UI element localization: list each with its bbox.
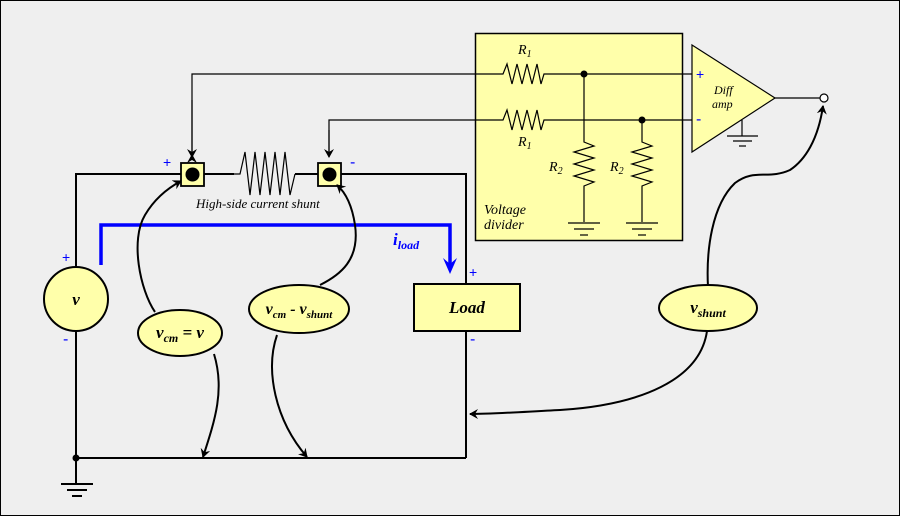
- load: Load: [413, 283, 521, 332]
- diff-amp: + - Diff amp: [691, 43, 829, 154]
- r2-left-label: R2: [548, 160, 563, 177]
- load-current-path: [99, 223, 452, 268]
- bubble-vshunt: vshunt: [658, 284, 758, 332]
- voltage-source: v: [43, 266, 109, 332]
- source-minus-sign: -: [63, 331, 68, 348]
- junction-dot: [638, 116, 646, 124]
- resistor-r2-right: [626, 120, 658, 236]
- load-current-label: iload: [393, 230, 420, 252]
- svg-text:vcm = v: vcm = v: [156, 323, 204, 345]
- voltage-divider-label-2: divider: [484, 218, 524, 233]
- shunt-terminal-minus: [317, 162, 342, 187]
- shunt-plus-sign: +: [163, 154, 171, 170]
- voltage-divider-box: [474, 32, 684, 242]
- pointer-curves: [136, 105, 827, 458]
- shunt-minus-sign: -: [350, 154, 355, 171]
- bubble-vcm-minus-vshunt: vcm - vshunt: [248, 284, 350, 334]
- voltage-source-label: v: [72, 290, 80, 309]
- output-terminal: [819, 93, 829, 103]
- sense-wires: [187, 73, 500, 163]
- load-label: Load: [448, 298, 485, 317]
- junction-dot: [580, 70, 588, 78]
- svg-text:vcm - vshunt: vcm - vshunt: [266, 301, 334, 321]
- resistor-r1-bottom: [500, 108, 700, 131]
- voltage-divider-label-1: Voltage: [484, 203, 526, 218]
- r1-top-label: R1: [517, 43, 532, 60]
- resistor-r2-left: [568, 74, 600, 236]
- bubble-vcm-equals-v: vcm = v: [137, 309, 223, 357]
- load-current-arrowhead: [443, 258, 457, 274]
- r2-right-label: R2: [609, 160, 624, 177]
- shunt-terminal-plus: [180, 162, 205, 187]
- load-plus-sign: +: [469, 264, 477, 280]
- shunt-resistor: [234, 151, 296, 196]
- resistor-r1-top: [500, 62, 700, 85]
- diff-amp-plus: +: [696, 66, 704, 82]
- r1-bottom-label: R1: [517, 135, 532, 152]
- source-plus-sign: +: [62, 249, 70, 265]
- main-loop-wires: [61, 173, 467, 497]
- svg-text:vshunt: vshunt: [690, 298, 726, 320]
- diff-amp-label-2: amp: [712, 97, 733, 111]
- load-minus-sign: -: [470, 331, 475, 348]
- diff-amp-minus: -: [696, 111, 701, 128]
- ground-junction-dot: [72, 454, 80, 462]
- shunt-label: High-side current shunt: [195, 196, 320, 211]
- diff-amp-label-1: Diff: [713, 83, 734, 97]
